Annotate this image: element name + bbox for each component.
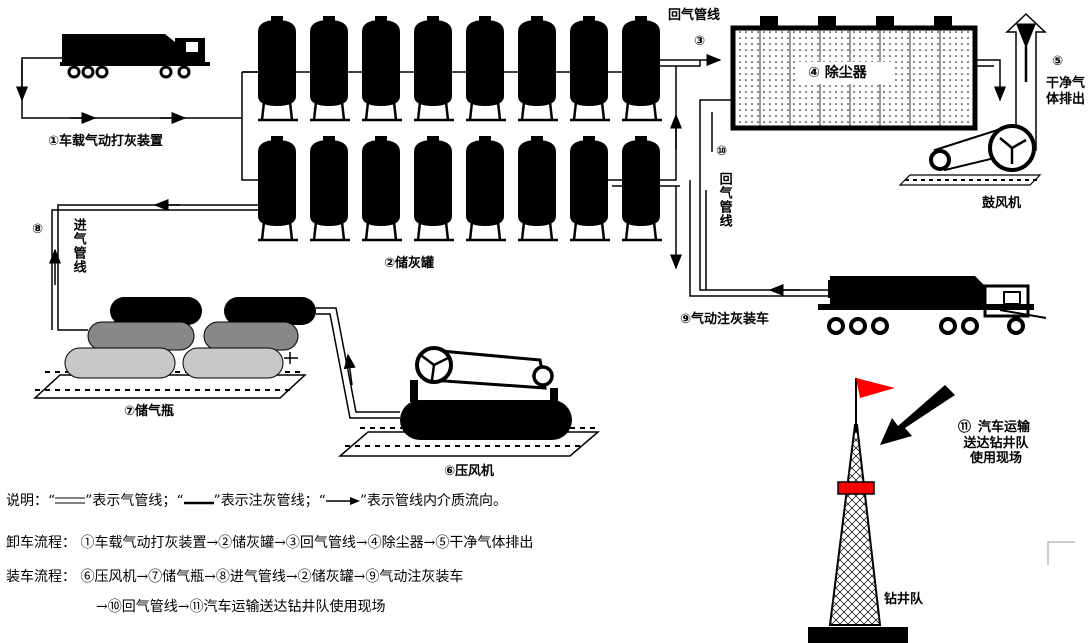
label-dust-collector: ④ 除尘器 (808, 65, 867, 81)
ash-line-icon (183, 493, 214, 509)
label-transport: 汽车运输 送达钻井队 使用现场 (963, 420, 1031, 467)
drilling-tower (808, 378, 908, 643)
storage-tank (258, 136, 298, 242)
storage-tank (518, 16, 558, 122)
flow-arrow-icon (325, 493, 360, 509)
legend-quote-2: ” (213, 493, 221, 509)
storage-tank (622, 16, 662, 122)
label-clean-gas: 干净气 体排出 (1046, 76, 1086, 107)
label-transport-num: ⑪ (958, 420, 972, 435)
transport-arrow (880, 385, 955, 445)
collector-piping (699, 59, 1006, 291)
label-blower: 鼓风机 (982, 196, 1022, 211)
unload-process: 卸车流程： ①车载气动打灰装置→②储灰罐→③回气管线→④除尘器→⑤干净气体排出 (6, 532, 533, 552)
storage-tank (466, 136, 506, 242)
gas-cylinders (33, 297, 316, 399)
label-load-truck: ⑨气动注灰装车 (680, 312, 770, 327)
legend-quote-1: ” (85, 493, 93, 509)
label-return-line-num: ③ (694, 34, 706, 49)
storage-tank (570, 136, 610, 242)
storage-tank (622, 136, 662, 242)
label-gas-cylinders: ⑦储气瓶 (124, 404, 175, 419)
label-inlet-num: ⑧ (32, 222, 44, 237)
air-compressor (337, 346, 601, 457)
label-return-line-num-10: ⑩ (716, 144, 728, 159)
label-compressor: ⑥压风机 (444, 464, 495, 479)
storage-tank (414, 16, 454, 122)
compressor-pipe (316, 307, 400, 419)
label-return-line-vertical: 回气管线 (716, 172, 732, 228)
storage-tank (362, 16, 402, 122)
load-process-steps-2: →⑩回气管线→⑪汽车运输送达钻井队使用现场 (96, 599, 386, 615)
legend-prefix: 说明：“ (6, 493, 56, 509)
inlet-pipe (49, 199, 262, 331)
legend-gas-line: 表示气管线；“ (92, 493, 184, 509)
storage-tanks (258, 16, 662, 242)
storage-tank (310, 136, 350, 242)
storage-tank (258, 16, 298, 122)
storage-tank (518, 136, 558, 242)
label-inlet-line: 进气管线 (70, 218, 86, 274)
label-storage-tanks: ②储灰罐 (384, 256, 435, 271)
dust-collector (730, 16, 978, 131)
unload-process-steps: ①车载气动打灰装置→②储灰罐→③回气管线→④除尘器→⑤干净气体排出 (80, 535, 534, 551)
unload-process-label: 卸车流程： (6, 535, 76, 551)
load-process-steps-1: ⑥压风机→⑦储气瓶→⑧进气管线→②储灰罐→⑨气动注灰装车 (80, 569, 464, 585)
load-truck (818, 276, 1047, 335)
flag (856, 378, 895, 398)
label-return-line-top: 回气管线 (668, 8, 721, 23)
legend-quote-3: ” (359, 493, 368, 509)
storage-tank (570, 16, 610, 122)
load-process-label: 装车流程： (6, 569, 76, 585)
storage-tank (362, 136, 402, 242)
storage-tank (310, 16, 350, 122)
load-process-cont: →⑩回气管线→⑪汽车运输送达钻井队使用现场 (96, 596, 385, 616)
unload-pipe (16, 57, 242, 124)
load-piping (670, 180, 830, 297)
unload-truck (60, 34, 210, 79)
label-clean-gas-num: ⑤ (1052, 54, 1064, 69)
storage-tank (414, 136, 454, 242)
tank-piping (241, 54, 722, 187)
legend: 说明：“”表示气管线；“”表示注灰管线；“”表示管线内介质流向。 (6, 490, 507, 510)
label-unload-truck: ①车载气动打灰装置 (48, 134, 164, 149)
label-drilling-team: 钻井队 (884, 592, 924, 607)
load-process: 装车流程： ⑥压风机→⑦储气瓶→⑧进气管线→②储灰罐→⑨气动注灰装车 (6, 566, 463, 586)
gas-line-icon (55, 493, 86, 509)
corner-mark (1047, 541, 1075, 565)
storage-tank (466, 16, 506, 122)
legend-ash-line: 表示注灰管线；“ (220, 493, 326, 509)
blower-machine (898, 124, 1042, 186)
legend-flow: 表示管线内介质流向。 (367, 493, 508, 509)
